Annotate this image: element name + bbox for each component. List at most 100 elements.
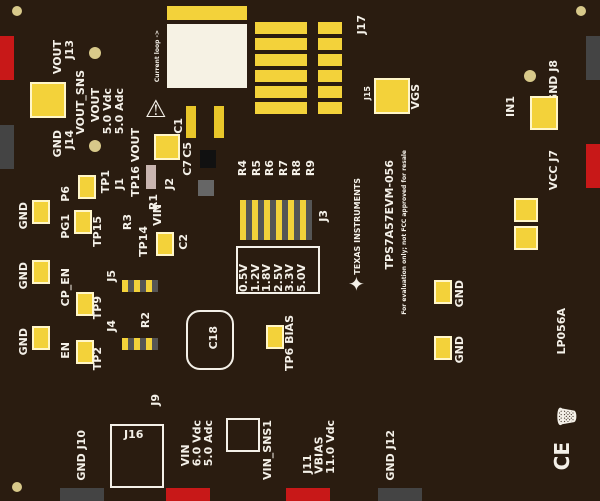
voltage-select-table: 0.5V 1.2V 1.8V 2.5V 3.3V 5.0V: [236, 246, 320, 294]
gnd-pad[interactable]: [32, 260, 50, 284]
vout-sns-label: VOUT_SNS: [74, 70, 87, 135]
j16-label: J16: [124, 428, 144, 441]
c1-label: C1: [172, 118, 185, 134]
c1-pad: [214, 106, 224, 138]
in1-label: IN1: [504, 96, 517, 117]
mounting-hole: [12, 482, 22, 492]
tp2-pad[interactable]: [76, 340, 94, 364]
gnd-pad[interactable]: [32, 200, 50, 224]
r7-label: R7: [276, 160, 290, 177]
tp16-pad[interactable]: [154, 134, 180, 160]
mounting-hole: [576, 6, 586, 16]
tp1-pad[interactable]: [78, 175, 96, 199]
j9-label: J9: [149, 394, 162, 406]
c18-label: C18: [207, 326, 220, 350]
j1-jumper[interactable]: [146, 165, 156, 189]
gnd-jack[interactable]: [60, 488, 104, 501]
vbias-spec: J11 VBIAS 11.0 Vdc: [301, 420, 338, 474]
vin-tp-label: VIN: [151, 204, 164, 226]
vbias-jack[interactable]: [286, 488, 330, 501]
c2-label: C2: [177, 234, 190, 250]
gnd-pad[interactable]: [32, 326, 50, 350]
vsel-3v3: 3.3V: [283, 264, 297, 292]
j10-label: GND J10: [75, 430, 88, 481]
vcc-j7-label: VCC J7: [547, 150, 560, 191]
j13-label: J13: [63, 40, 76, 60]
gnd-label: GND: [453, 280, 466, 308]
vout-sns-pad[interactable]: [30, 82, 66, 118]
vsel-5v0: 5.0V: [294, 264, 308, 292]
vin-jack[interactable]: [166, 488, 210, 501]
tp9-pad[interactable]: [76, 292, 94, 316]
hole: [89, 47, 101, 59]
ti-logo-icon: ✦: [348, 272, 365, 296]
copper-pad: [167, 6, 247, 20]
in1-pad[interactable]: [530, 96, 558, 130]
gnd-pad[interactable]: [434, 280, 452, 304]
vin-spec: VIN 6.0 Vdc 5.0 Adc: [179, 420, 216, 467]
gnd-label: GND: [453, 336, 466, 364]
test-pad[interactable]: [514, 198, 538, 222]
vout-spec-current: 5.0 Adc: [113, 88, 126, 135]
current-loop-pad: [167, 24, 247, 88]
weee-bin-icon: 🗑: [556, 405, 578, 428]
ti-brand: TEXAS INSTRUMENTS: [353, 178, 362, 275]
c7-label: C7: [181, 160, 194, 176]
j4-label: J4: [105, 320, 118, 332]
vout-jack[interactable]: [0, 36, 14, 80]
board-title: TPS7A57EVM-056: [383, 160, 396, 270]
j17-pad-array: [318, 22, 342, 114]
cp-en-label: CP_EN: [59, 268, 72, 307]
j5-header[interactable]: [122, 280, 158, 292]
hole: [89, 140, 101, 152]
tp14-pad[interactable]: [156, 232, 174, 256]
pg1-label: PG1: [59, 214, 72, 239]
mounting-hole: [12, 6, 22, 16]
j1-label: J1: [113, 178, 126, 190]
gnd-label: GND: [51, 130, 64, 158]
j16-connector[interactable]: [110, 424, 164, 488]
gnd-pad[interactable]: [434, 336, 452, 360]
current-loop-label: Current loop ->: [154, 30, 161, 83]
j3-label: J3: [317, 210, 330, 222]
j4-header[interactable]: [122, 338, 158, 350]
hole: [524, 70, 536, 82]
j2-label: J2: [163, 178, 176, 190]
gnd-jack[interactable]: [378, 488, 422, 501]
en-label: EN: [59, 342, 72, 359]
tp16-label: TP16 VOUT: [129, 128, 142, 197]
gnd-jack[interactable]: [0, 125, 14, 169]
gnd-label: GND: [17, 262, 30, 290]
r3-label: R3: [121, 214, 134, 231]
j14-label: J14: [63, 130, 76, 150]
j3-header[interactable]: [240, 200, 312, 240]
j12-label: GND J12: [384, 430, 397, 481]
tp6-pad[interactable]: [266, 325, 284, 349]
hot-surface-warning-icon: ⚠: [145, 95, 167, 123]
j17-pad-array: [255, 22, 307, 114]
test-pad[interactable]: [514, 226, 538, 250]
c1-pad: [186, 106, 196, 138]
j15-label: J15: [363, 86, 372, 101]
r8-label: R8: [290, 160, 304, 177]
vin-sns1-pad[interactable]: [226, 418, 260, 452]
vsel-1v8: 1.8V: [260, 264, 274, 292]
j5-label: J5: [105, 270, 118, 282]
vgs-pad[interactable]: [374, 78, 410, 114]
tp15-pad[interactable]: [74, 210, 92, 234]
r9-label: R9: [303, 160, 317, 177]
r4-label: R4: [236, 160, 249, 177]
gnd-label: GND: [17, 328, 30, 356]
ic-chip: [198, 180, 214, 196]
r6-label: R6: [263, 160, 277, 177]
r5-label: R5: [249, 160, 263, 177]
r2-label: R2: [139, 312, 152, 329]
resistor-labels: R4 R5 R6 R7 R8 R9: [236, 160, 317, 177]
tp6-label: TP6 BIAS: [283, 315, 296, 371]
c5-label: C5: [181, 142, 194, 158]
gnd-label: GND: [17, 202, 30, 230]
gnd-jack[interactable]: [586, 36, 600, 80]
vcc-jack[interactable]: [586, 144, 600, 188]
tp2-label: TP2: [91, 347, 104, 371]
